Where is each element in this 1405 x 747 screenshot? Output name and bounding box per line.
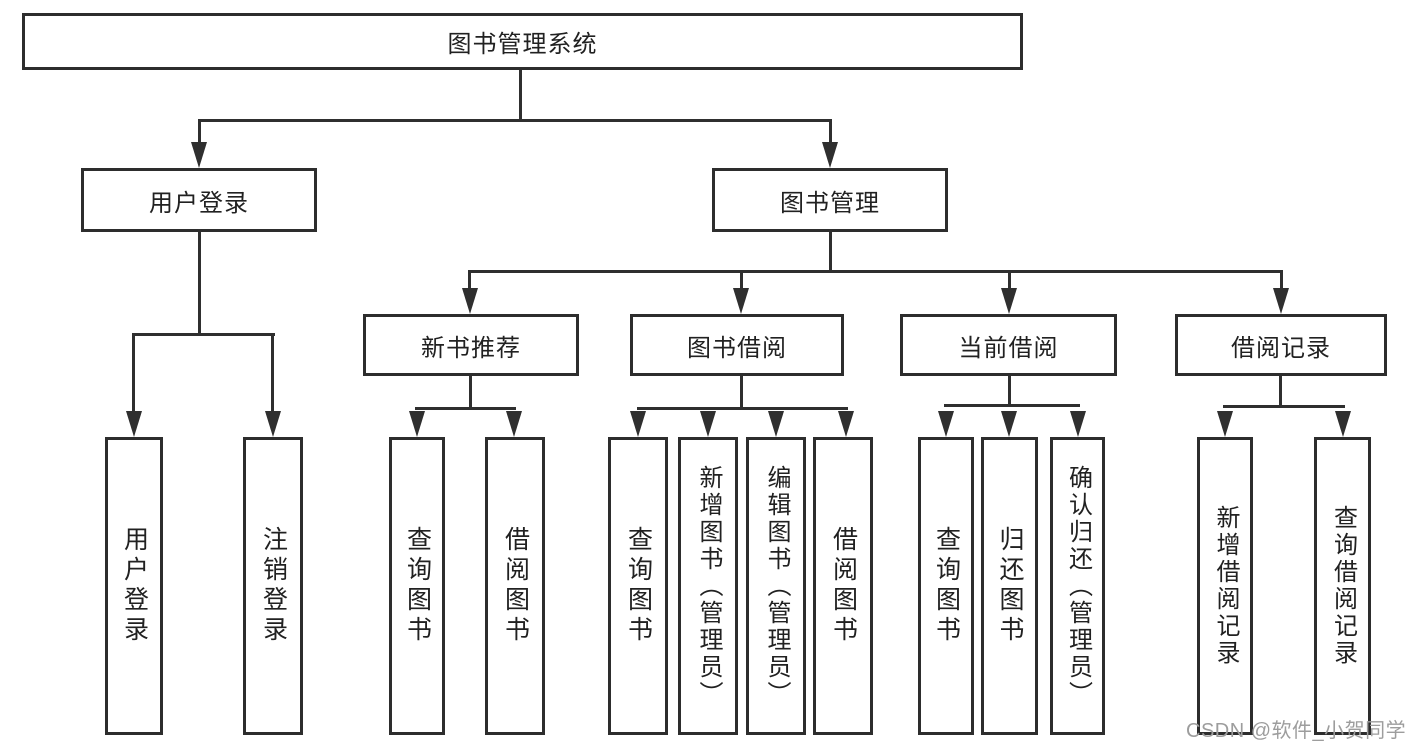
leaf-logout: 注销登录 [243, 437, 303, 735]
arrow-down-icon [630, 411, 646, 437]
arrow-down-icon [1001, 288, 1017, 314]
connector-book-management-stem [829, 229, 832, 273]
connector-drop-book-management [829, 119, 832, 146]
connector-drop-borrow-records [1280, 270, 1283, 290]
leaf-query-book-borrow: 查询图书 [608, 437, 668, 735]
arrow-down-icon [462, 288, 478, 314]
leaf-edit-book-admin-label: 编辑图书（管理员） [763, 464, 790, 708]
connector-root-stem [519, 70, 522, 121]
connector-current-borrow-bar [944, 404, 1080, 407]
node-user-login-label: 用户登录 [149, 189, 249, 217]
leaf-confirm-return-admin: 确认归还（管理员） [1050, 437, 1105, 735]
arrow-down-icon [1335, 411, 1351, 437]
leaf-query-book-current-label: 查询图书 [932, 526, 961, 646]
leaf-borrow-book: 借阅图书 [813, 437, 873, 735]
leaf-query-book-current: 查询图书 [918, 437, 974, 735]
node-book-management-label: 图书管理 [780, 189, 880, 217]
arrow-down-icon [838, 411, 854, 437]
connector-drop-current-borrow [1008, 270, 1011, 290]
connector-new-book-recommend-bar [415, 407, 516, 410]
connector-borrow-records-stem [1279, 376, 1282, 408]
node-current-borrow-label: 当前借阅 [958, 334, 1059, 362]
leaf-add-book-admin-label: 新增图书（管理员） [695, 464, 722, 708]
leaf-return-book-label: 归还图书 [996, 526, 1024, 646]
connector-drop-user-login [198, 119, 201, 146]
connector-current-borrow-stem [1008, 376, 1011, 407]
arrow-down-icon [1070, 411, 1086, 437]
connector-book-borrow-stem [740, 376, 743, 410]
leaf-user-login: 用户登录 [105, 437, 163, 735]
arrow-down-icon [409, 411, 425, 437]
arrow-down-icon [126, 411, 142, 437]
arrow-down-icon [938, 411, 954, 437]
leaf-query-book-recommend: 查询图书 [389, 437, 445, 735]
leaf-borrow-book-recommend-label: 借阅图书 [501, 526, 530, 646]
leaf-query-borrow-record: 查询借阅记录 [1314, 437, 1371, 735]
arrow-down-icon [700, 411, 716, 437]
arrow-down-icon [1273, 288, 1289, 314]
node-borrow-records: 借阅记录 [1175, 314, 1387, 376]
leaf-logout-label: 注销登录 [259, 526, 288, 646]
arrow-down-icon [768, 411, 784, 437]
arrow-down-icon [506, 411, 522, 437]
connector-drop-leaf-user-login [132, 333, 135, 413]
connector-new-book-recommend-stem [469, 376, 472, 410]
arrow-down-icon [1001, 411, 1017, 437]
connector-drop-book-borrow [740, 270, 743, 290]
leaf-edit-book-admin: 编辑图书（管理员） [746, 437, 806, 735]
node-user-login: 用户登录 [81, 168, 317, 232]
leaf-add-borrow-record-label: 新增借阅记录 [1212, 505, 1239, 667]
leaf-query-borrow-record-label: 查询借阅记录 [1329, 505, 1357, 667]
arrow-down-icon [191, 142, 207, 168]
connector-drop-leaf-logout [271, 333, 274, 413]
node-new-book-recommend: 新书推荐 [363, 314, 579, 376]
connector-user-login-stem [198, 229, 201, 335]
node-book-borrow: 图书借阅 [630, 314, 844, 376]
connector-level1-bar [198, 119, 832, 122]
arrow-down-icon [733, 288, 749, 314]
connector-borrow-records-bar [1223, 405, 1345, 408]
node-book-management: 图书管理 [712, 168, 948, 232]
leaf-add-book-admin: 新增图书（管理员） [678, 437, 738, 735]
csdn-watermark: CSDN @软件_小贺同学 [1186, 720, 1405, 742]
node-root-label: 图书管理系统 [447, 31, 598, 58]
arrow-down-icon [1217, 411, 1233, 437]
leaf-return-book: 归还图书 [981, 437, 1038, 735]
node-root: 图书管理系统 [22, 13, 1023, 70]
connector-level2-bar [469, 270, 1282, 273]
arrow-down-icon [265, 411, 281, 437]
leaf-query-book-borrow-label: 查询图书 [624, 526, 653, 646]
node-new-book-recommend-label: 新书推荐 [421, 334, 521, 362]
connector-drop-new-book-recommend [468, 270, 471, 290]
connector-user-login-bar [132, 333, 275, 336]
node-borrow-records-label: 借阅记录 [1231, 334, 1331, 362]
leaf-confirm-return-admin-label: 确认归还（管理员） [1064, 464, 1092, 708]
arrow-down-icon [822, 142, 838, 168]
leaf-borrow-book-recommend: 借阅图书 [485, 437, 545, 735]
leaf-add-borrow-record: 新增借阅记录 [1197, 437, 1253, 735]
connector-book-borrow-bar [637, 407, 848, 410]
node-book-borrow-label: 图书借阅 [687, 334, 787, 362]
leaf-borrow-book-label: 借阅图书 [829, 526, 858, 646]
node-current-borrow: 当前借阅 [900, 314, 1117, 376]
leaf-user-login-label: 用户登录 [120, 526, 149, 646]
leaf-query-book-recommend-label: 查询图书 [403, 526, 432, 646]
